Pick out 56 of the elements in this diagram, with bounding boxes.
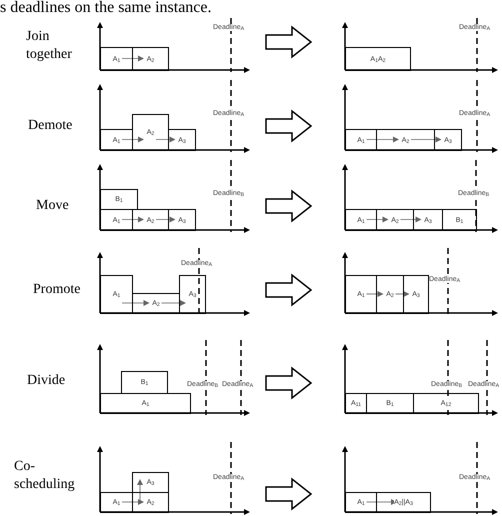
arrow bbox=[366, 291, 384, 297]
task-box bbox=[376, 209, 414, 231]
task-box bbox=[345, 129, 377, 151]
row-title: Promote bbox=[33, 281, 82, 298]
task-box bbox=[434, 129, 462, 151]
task-box bbox=[100, 47, 133, 71]
task-box bbox=[132, 209, 169, 231]
task-box bbox=[100, 209, 133, 231]
row-title: Join together bbox=[26, 28, 73, 63]
task-box bbox=[100, 189, 138, 210]
task-box bbox=[132, 293, 180, 314]
task-box bbox=[345, 393, 367, 414]
task-box bbox=[413, 393, 479, 414]
task-box bbox=[121, 371, 168, 394]
task-box bbox=[413, 209, 443, 231]
task-box bbox=[179, 275, 206, 314]
task-box bbox=[132, 114, 169, 151]
arrow bbox=[400, 216, 422, 222]
row-title: Co- scheduling bbox=[14, 458, 76, 493]
task-box bbox=[376, 492, 431, 513]
row-title: Move bbox=[36, 197, 70, 214]
task-box bbox=[100, 129, 133, 151]
arrow bbox=[122, 136, 144, 142]
arrow bbox=[156, 216, 176, 222]
task-box bbox=[345, 275, 377, 314]
arrow bbox=[395, 291, 410, 297]
arrow bbox=[122, 56, 144, 62]
task-box bbox=[345, 209, 377, 231]
arrow bbox=[137, 479, 143, 504]
row-title: Demote bbox=[28, 117, 74, 134]
task-box bbox=[132, 492, 169, 513]
task-box bbox=[345, 47, 411, 71]
task-box bbox=[366, 393, 414, 414]
arrow bbox=[366, 499, 397, 505]
arrow bbox=[122, 499, 144, 505]
task-box bbox=[132, 47, 169, 71]
arrow bbox=[161, 300, 186, 306]
arrow bbox=[366, 136, 399, 142]
task-box bbox=[132, 472, 169, 493]
task-box bbox=[100, 393, 191, 414]
heading-text: s deadlines on the same instance. bbox=[0, 0, 212, 16]
arrow bbox=[410, 136, 442, 142]
row-title: Divide bbox=[27, 372, 66, 390]
task-box bbox=[442, 209, 477, 231]
arrow bbox=[122, 216, 144, 222]
task-box bbox=[376, 129, 435, 151]
task-box bbox=[100, 492, 133, 513]
arrow bbox=[366, 216, 388, 222]
task-box bbox=[168, 209, 196, 231]
arrow bbox=[156, 136, 176, 142]
task-box bbox=[168, 129, 196, 151]
task-box bbox=[403, 275, 429, 314]
task-box bbox=[376, 275, 404, 314]
arrow bbox=[122, 300, 150, 306]
task-box bbox=[100, 275, 133, 314]
task-box bbox=[345, 492, 377, 513]
